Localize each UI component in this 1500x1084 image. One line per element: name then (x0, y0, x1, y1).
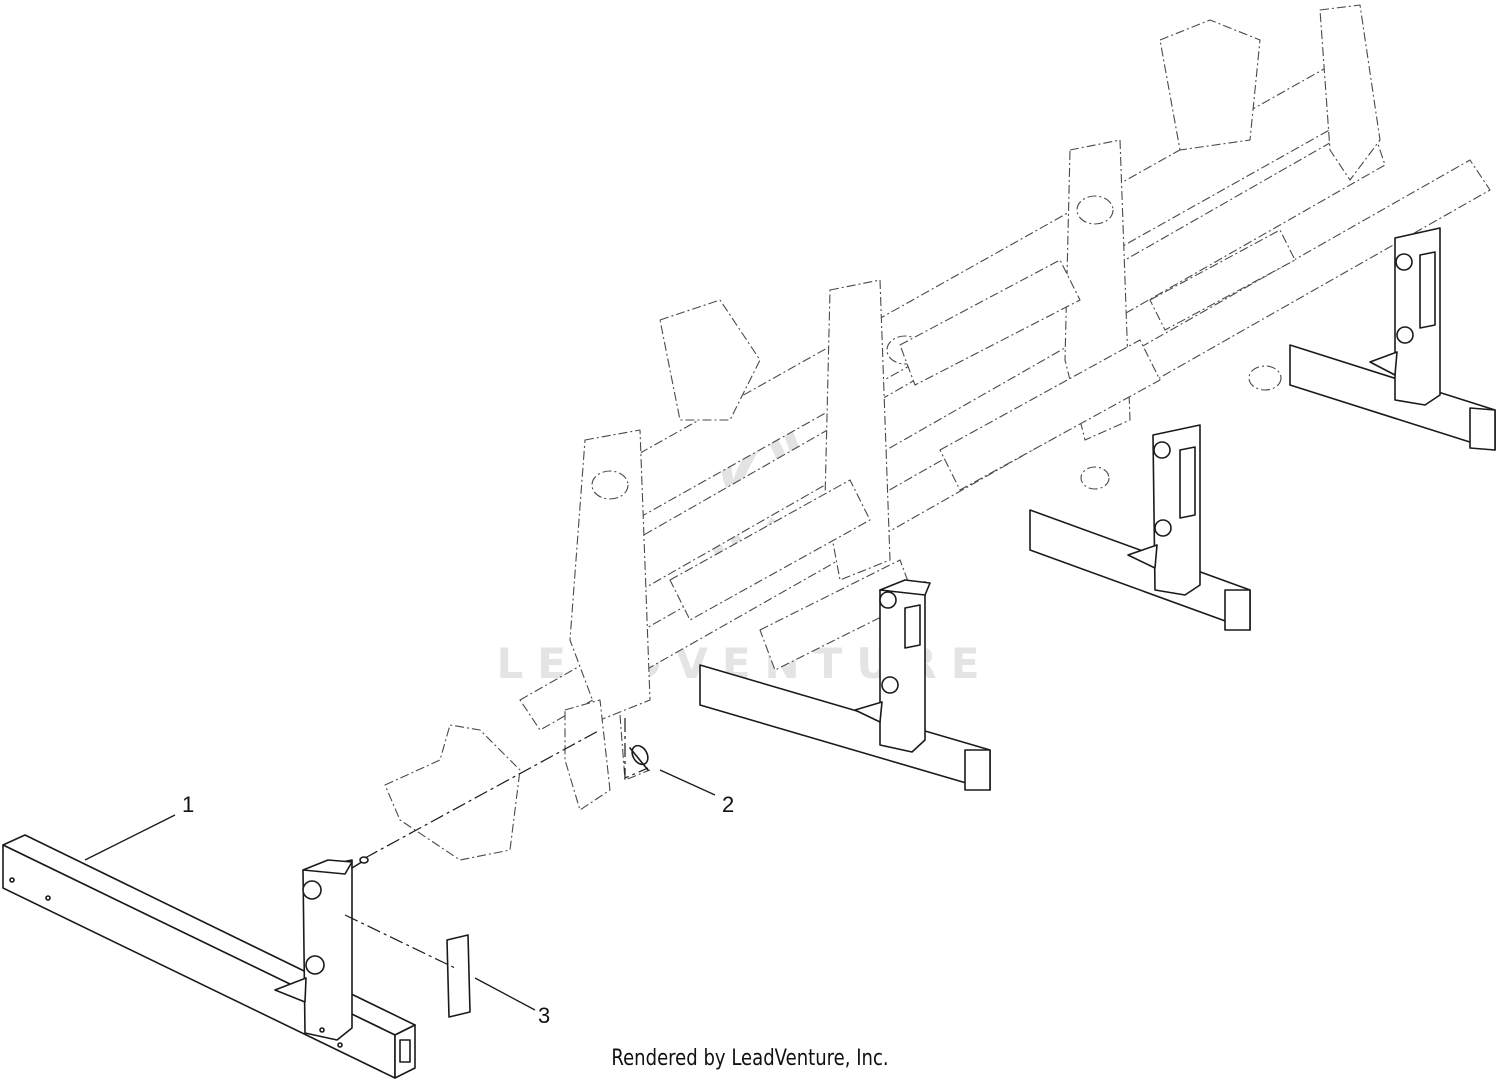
leader-2 (659, 769, 716, 796)
post-assembly-2 (854, 579, 931, 753)
post-assembly-4 (1369, 227, 1441, 406)
deck-rails (699, 344, 1496, 791)
post-assembly-3 (1127, 424, 1201, 596)
frame-assembly (384, 4, 1491, 861)
rendered-by-credit: Rendered by LeadVenture, Inc. (611, 1046, 889, 1071)
explode-lines (344, 718, 649, 969)
callout-1[interactable]: 1 (182, 792, 194, 817)
part-3-decal (446, 934, 471, 1018)
leader-lines (84, 769, 716, 1011)
part-2-clip (629, 744, 649, 771)
part-1-rail-assembly (2, 834, 416, 1079)
callout-2[interactable]: 2 (722, 792, 734, 817)
leader-1 (84, 814, 176, 861)
callout-3[interactable]: 3 (538, 1003, 550, 1028)
leader-3 (474, 977, 536, 1011)
